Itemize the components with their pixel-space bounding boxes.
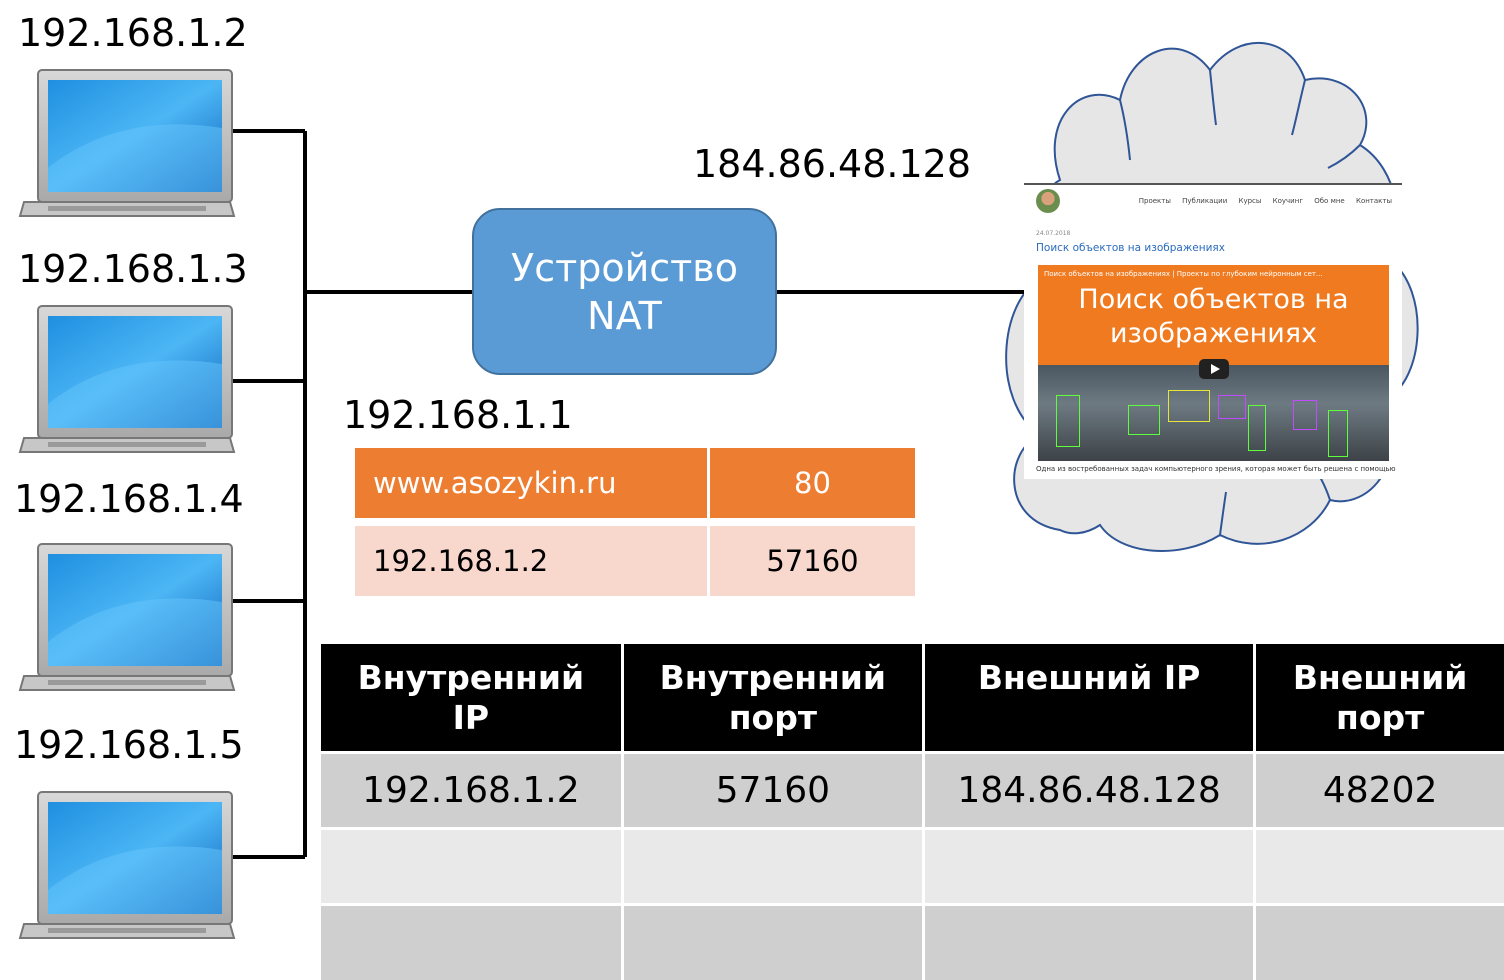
table-cell: 57160: [622, 750, 925, 828]
host-ip-label: 192.168.1.3: [18, 247, 248, 291]
table-cell: [321, 826, 624, 904]
packet-src-host: 192.168.1.2: [355, 526, 710, 596]
table-header: Внешний порт: [1254, 644, 1504, 752]
avatar: [1036, 189, 1060, 213]
laptop-icon: [18, 305, 236, 453]
laptop-icon: [18, 791, 236, 939]
nat-device: Устройство NAT: [472, 208, 777, 375]
video-caption: Поиск объектов на изображениях | Проекты…: [1044, 270, 1323, 278]
laptop-icon: [18, 543, 236, 691]
table-cell: [923, 902, 1257, 980]
post-date: 24.07.2018: [1036, 230, 1071, 237]
table-row: [321, 826, 1504, 904]
nav-item[interactable]: Контакты: [1355, 197, 1392, 205]
laptop-icon: [18, 69, 236, 217]
website-screenshot: Проекты Публикации Курсы Коучинг Обо мне…: [1024, 183, 1402, 479]
nav-item[interactable]: Курсы: [1238, 197, 1262, 205]
table-cell: [622, 902, 925, 980]
table-cell: [1254, 826, 1504, 904]
nat-translation-table: Внутренний IP Внутренний порт Внешний IP…: [321, 644, 1504, 980]
host-ip-label: 192.168.1.2: [18, 11, 248, 55]
table-cell: [321, 902, 624, 980]
table-cell: [622, 826, 925, 904]
lan-bus: [232, 129, 1024, 859]
nat-label-line2: NAT: [587, 293, 662, 338]
host-ip-label: 192.168.1.5: [14, 723, 244, 767]
website-nav: Проекты Публикации Курсы Коучинг Обо мне…: [1024, 185, 1402, 219]
table-row: [321, 902, 1504, 980]
nav-item[interactable]: Проекты: [1138, 197, 1171, 205]
host-ip-label: 192.168.1.4: [14, 477, 244, 521]
table-header: Внутренний порт: [622, 644, 925, 752]
table-cell: [1254, 902, 1504, 980]
packet-dest-host: www.asozykin.ru: [355, 448, 710, 526]
table-header: Внутренний IP: [321, 644, 624, 752]
table-cell: [923, 826, 1257, 904]
street-scene-image: [1038, 365, 1389, 461]
play-icon[interactable]: [1199, 359, 1229, 379]
video-title: Поиск объектов на изображениях: [1078, 284, 1349, 349]
packet-src-port: 57160: [710, 526, 915, 596]
table-cell: 192.168.1.2: [321, 750, 624, 828]
post-excerpt: Одна из востребованных задач компьютерно…: [1036, 465, 1396, 473]
post-title[interactable]: Поиск объектов на изображениях: [1036, 242, 1225, 254]
table-header: Внешний IP: [923, 644, 1257, 752]
nav-item[interactable]: Обо мне: [1314, 197, 1345, 205]
packet-dest-port: 80: [710, 448, 915, 526]
nav-item[interactable]: Коучинг: [1272, 197, 1303, 205]
table-cell: 48202: [1254, 750, 1504, 828]
video-player[interactable]: Поиск объектов на изображениях | Проекты…: [1038, 265, 1389, 461]
packet-header: www.asozykin.ru 80 192.168.1.2 57160: [355, 448, 915, 596]
table-cell: 184.86.48.128: [923, 750, 1257, 828]
nat-label-line1: Устройство: [511, 245, 738, 290]
nav-item[interactable]: Публикации: [1182, 197, 1228, 205]
nat-internal-ip: 192.168.1.1: [343, 393, 573, 437]
table-row: 192.168.1.2 57160 184.86.48.128 48202: [321, 750, 1504, 828]
nat-external-ip: 184.86.48.128: [693, 142, 972, 186]
